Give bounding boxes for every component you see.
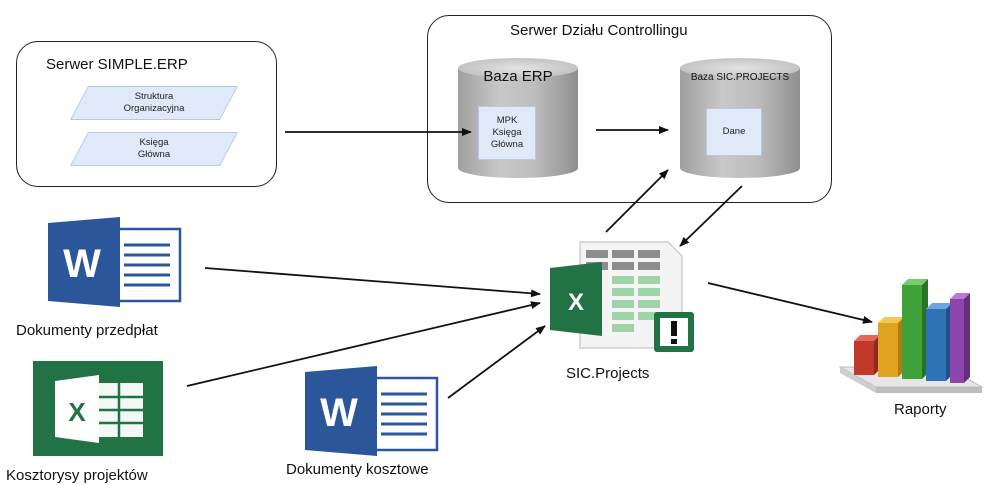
general-ledger-label: Księga Główna <box>137 137 171 160</box>
simple-erp-server-title: Serwer SIMPLE.ERP <box>46 56 188 73</box>
sic-projects-database-content: Dane <box>706 108 762 156</box>
project-estimates-label: Kosztorysy projektów <box>6 467 148 484</box>
arrow-sic-projects-to-sic-db <box>605 169 669 233</box>
arrow-cost-docs-to-sic-projects <box>447 325 546 399</box>
org-structure-label: Struktura Organizacyjna <box>123 91 185 114</box>
erp-database-label: Baza ERP <box>483 68 553 85</box>
word-icon: W <box>305 366 439 456</box>
arrow-estimates-to-sic-projects <box>186 301 541 387</box>
word-icon: W <box>48 217 182 307</box>
arrow-prepayment-to-sic-projects <box>204 267 541 298</box>
cost-docs-label: Dokumenty kosztowe <box>286 461 429 478</box>
erp-database-cylinder: Baza ERP MPK Księga Główna <box>458 58 578 178</box>
sic-projects-database-label: Baza SIC.PROJECTS <box>690 72 790 83</box>
svg-text:X: X <box>568 289 584 316</box>
prepayment-docs-label: Dokumenty przedpłat <box>16 322 158 339</box>
general-ledger-parallelogram: Księga Główna <box>69 132 239 166</box>
org-structure-parallelogram: Struktura Organizacyjna <box>69 86 239 120</box>
svg-text:W: W <box>320 391 358 435</box>
excel-workbook-warning-icon: X <box>550 241 694 352</box>
erp-database-content: MPK Księga Główna <box>478 106 536 160</box>
controlling-server-title: Serwer Działu Controllingu <box>510 22 688 39</box>
arrow-sic-projects-to-reports <box>707 282 873 324</box>
reports-label: Raporty <box>894 401 947 418</box>
sic-projects-database-cylinder: Baza SIC.PROJECTS Dane <box>680 58 800 178</box>
arrow-sic-db-to-sic-projects <box>679 185 743 247</box>
svg-text:W: W <box>63 242 101 286</box>
bar-chart-icon <box>838 279 984 393</box>
sic-projects-label: SIC.Projects <box>566 365 650 382</box>
svg-text:X: X <box>68 397 86 427</box>
excel-icon: X <box>33 361 163 456</box>
